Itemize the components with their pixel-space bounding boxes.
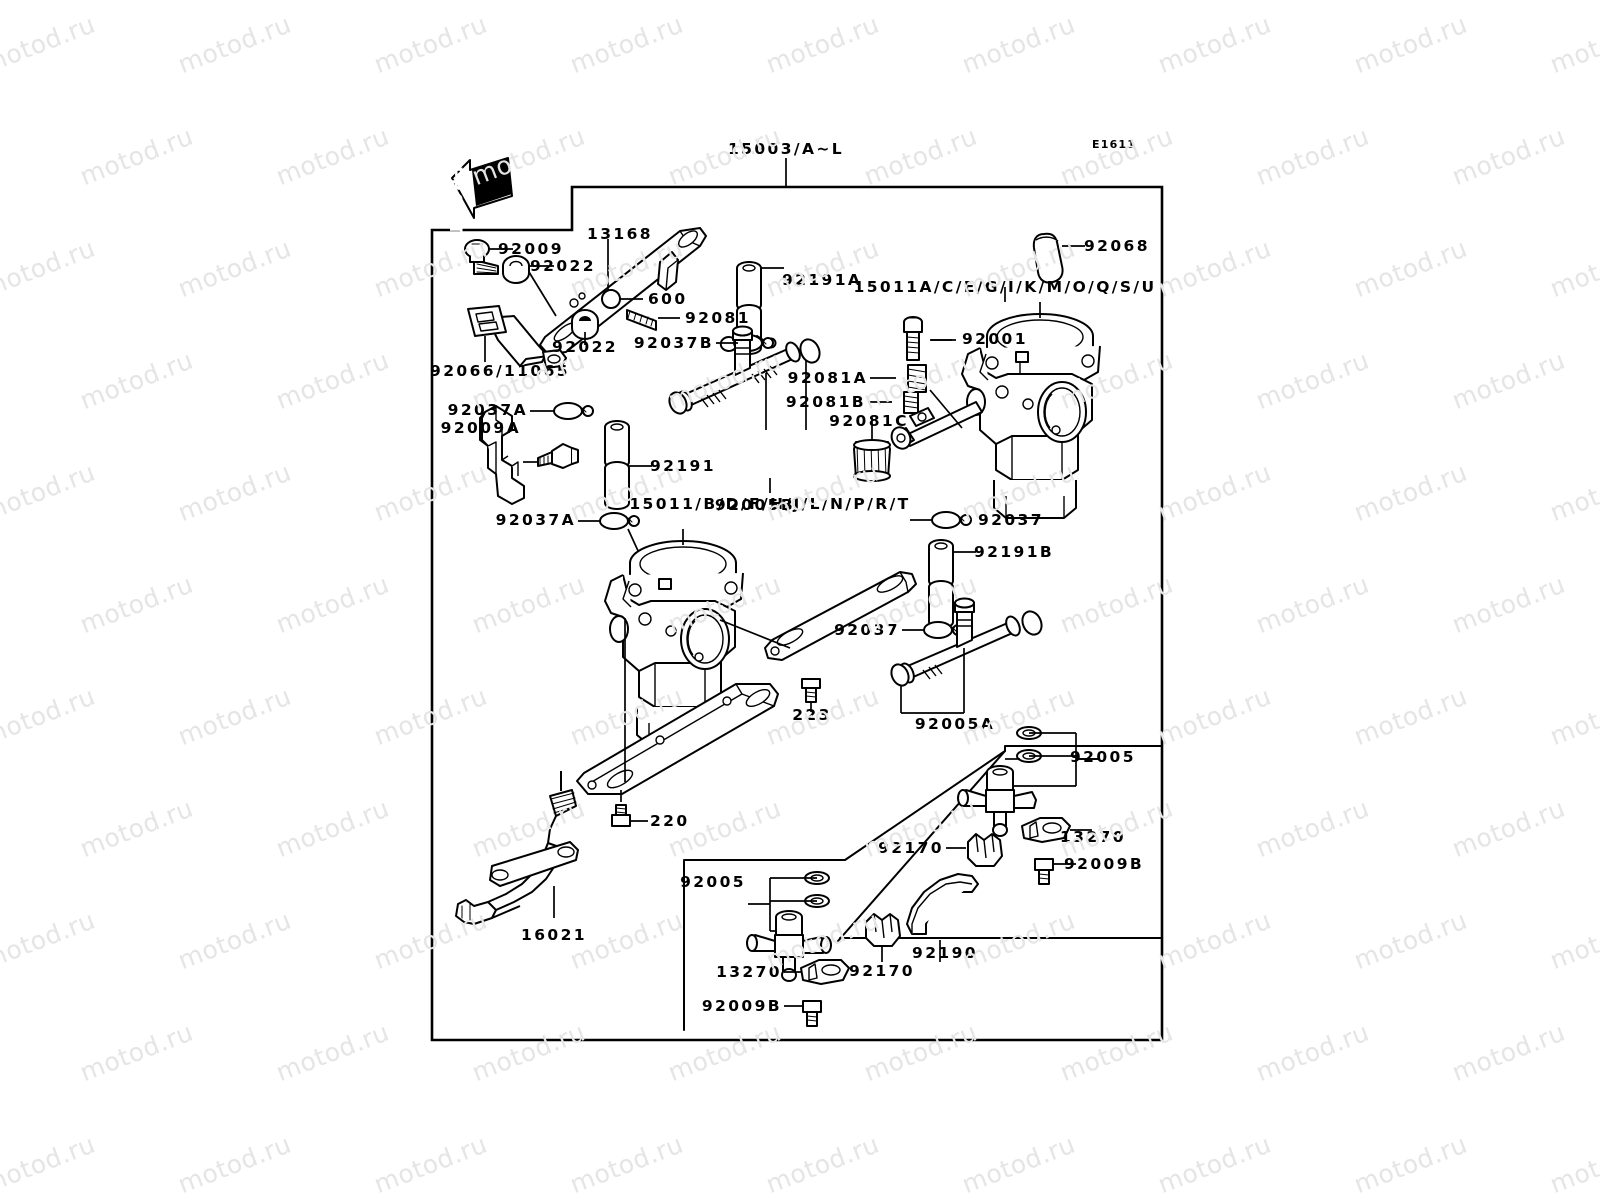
part-92005-fuel-valve-right: [957, 726, 1098, 837]
callout-92170-right: 92170: [878, 839, 944, 857]
callout-92037A-lower: 92037A: [495, 511, 576, 529]
part-92022-washer-upper: [502, 255, 530, 284]
intake-manifold-bar-upper: [719, 571, 917, 661]
callout-92005-bottom: 92005: [680, 873, 746, 891]
part-92170-clamp-bottom: [865, 913, 901, 962]
diagram-frame: [430, 185, 1164, 1042]
callout-223: 223: [792, 706, 832, 724]
callout-92081B: 92081B: [785, 393, 866, 411]
part-16021-hose-assembly: [455, 771, 579, 925]
intake-manifold-bar-lower: [576, 618, 779, 795]
callout-92005B: 92005B: [714, 496, 796, 514]
part-220-bolt: [611, 790, 648, 827]
callout-92170-bottom: 92170: [849, 962, 915, 980]
part-600-ball: [601, 289, 621, 309]
callout-13270-right: 13270: [1060, 828, 1126, 846]
part-13270-clamp-bottom: [784, 959, 850, 985]
part-13270-clamp-right: [1021, 817, 1092, 843]
part-92009B-bolt-right: [1034, 858, 1076, 885]
part-92037-clip-right: [931, 511, 972, 529]
callout-92037-right: 92037: [978, 511, 1044, 529]
callout-92081: 92081: [685, 309, 751, 327]
part-92190-hose: [906, 873, 979, 962]
part-223-bolt: [801, 678, 821, 712]
sheet-reference-code: E1611: [1092, 138, 1137, 151]
callout-92068: 92068: [1084, 237, 1150, 255]
callout-92081C: 92081C: [829, 412, 909, 430]
callout-92022-upper: 92022: [530, 257, 596, 275]
callout-92009B-bottom: 92009B: [701, 997, 782, 1015]
callout-92066-11065: 92066/11065: [430, 362, 570, 380]
part-92170-clamp-right: [946, 833, 1003, 867]
part-92081A-spring: [907, 364, 927, 393]
callout-92191: 92191: [650, 457, 716, 475]
part-92005B-fuel-joint: [668, 325, 821, 430]
part-92191B-sleeve: [928, 539, 954, 629]
front-arrow-marker: [451, 157, 513, 219]
part-92066-cap: [467, 305, 507, 337]
part-92009B-bolt-bottom: [784, 1000, 822, 1027]
carburetor-body-left: [604, 529, 744, 746]
bottom-inset-box: [683, 750, 1006, 1031]
diagram-title-code: 15003/A~L: [727, 140, 845, 158]
part-92022-washer-lower: [571, 309, 599, 340]
part-92005A-fuel-joint: [890, 597, 1043, 714]
part-92081-spring: [626, 309, 657, 331]
part-92037A-clip-top: [553, 402, 594, 420]
callout-92037B: 92037B: [633, 334, 714, 352]
callout-13270-bottom: 13270: [716, 963, 782, 981]
callout-92009: 92009: [498, 240, 564, 258]
part-92191-sleeve: [604, 420, 630, 510]
part-92005-fuel-valve-bottom: [746, 871, 832, 982]
callout-92037-mid: 92037: [834, 621, 900, 639]
callout-220: 220: [650, 812, 690, 830]
part-92009-screw: [464, 239, 499, 275]
part-92081B-spring: [903, 391, 919, 414]
inset-diagonal-boundary: [1004, 745, 1163, 752]
callout-92005A: 92005A: [914, 715, 996, 733]
callout-92191B: 92191B: [974, 543, 1055, 561]
part-92081C-spring: [853, 439, 891, 482]
part-92009A-screw: [537, 443, 579, 469]
part-92068-grommet: [1032, 232, 1064, 284]
callout-16021: 16021: [521, 926, 587, 944]
leader-lines: [484, 158, 1100, 760]
callout-92022-lower: 92022: [552, 338, 618, 356]
callout-15011-even-variants: 15011/B/D/F/H/J/L/N/P/R/T: [629, 495, 911, 513]
callout-92037A-upper: 92037A: [447, 401, 528, 419]
throttle-lever-bracket: [479, 405, 525, 505]
callout-92190: 92190: [912, 944, 978, 962]
carburetor-body-right: [930, 302, 1101, 519]
callout-92001: 92001: [962, 330, 1028, 348]
front-direction-label: FRONT: [445, 166, 465, 236]
part-92001-screw: [903, 316, 923, 361]
callout-92081A: 92081A: [787, 369, 868, 387]
callout-92009A: 92009A: [440, 419, 521, 437]
callout-600: 600: [648, 290, 688, 308]
callout-92009B-right: 92009B: [1064, 855, 1145, 873]
callout-13168: 13168: [587, 225, 653, 243]
throttle-linkage-rod: [890, 389, 983, 450]
callout-92191A: 92191A: [782, 271, 863, 289]
inset-diagonal-line: [837, 750, 1006, 942]
callout-15011-odd-variants: 15011A/C/E/G/I/K/M/O/Q/S/U: [853, 278, 1157, 296]
callout-92005-right: 92005: [1070, 748, 1136, 766]
